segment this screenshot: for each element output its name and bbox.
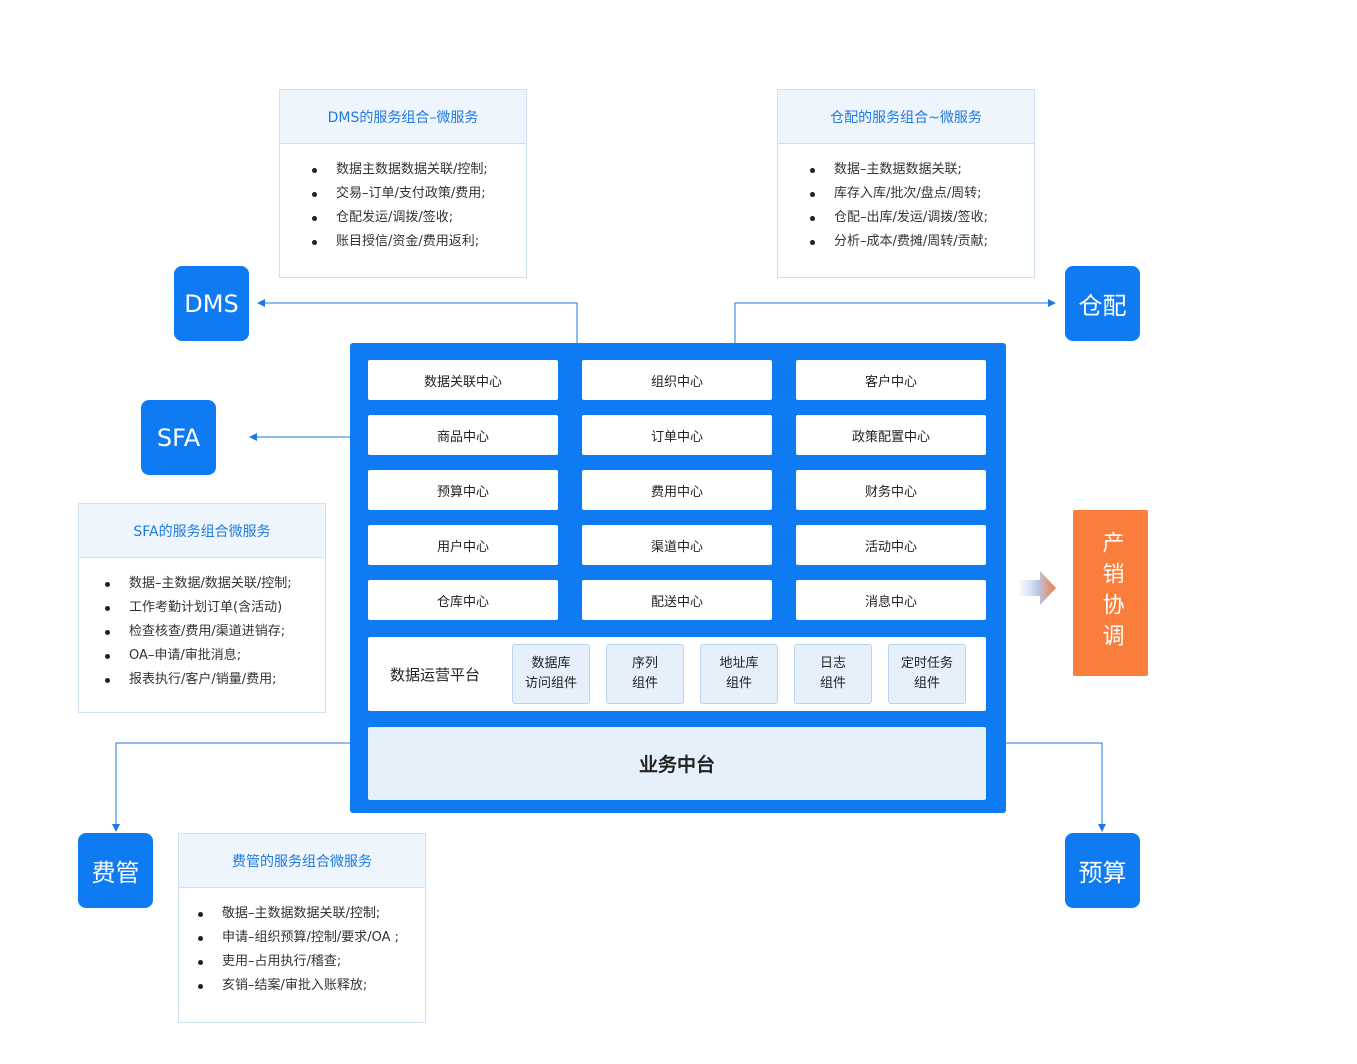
data-ops-label: 数据运营平台	[390, 665, 481, 684]
sfa-tile: SFA	[141, 400, 216, 475]
fee-tile: 费管	[78, 833, 153, 908]
connector-fee	[112, 742, 350, 832]
component-db-access: 数据库 访问组件	[512, 644, 590, 704]
component-address: 地址库 组件	[700, 644, 778, 704]
list-item: 检查核查/费用/渠道进销存;	[105, 620, 325, 644]
center-customer: 客户中心	[796, 360, 986, 400]
list-item: 敬据–主数据数据关联/控制;	[198, 902, 425, 926]
list-item: 数据–主数据数据关联;	[810, 158, 1034, 182]
data-ops-platform: 数据运营平台 数据库 访问组件 序列 组件 地址库 组件 日志 组件 定时任务 …	[368, 637, 986, 711]
list-item: 工作考勤计划订单(含活动)	[105, 596, 325, 620]
list-item: 报表执行/客户/销量/费用;	[105, 668, 325, 692]
warehouse-tile: 仓配	[1065, 266, 1140, 341]
center-finance: 财务中心	[796, 470, 986, 510]
list-item: 账目授信/资金/费用返利;	[312, 230, 526, 254]
component-sequence: 序列 组件	[606, 644, 684, 704]
list-item: 数据–主数据/数据关联/控制;	[105, 572, 325, 596]
warehouse-service-list: 数据–主数据数据关联; 库存入库/批次/盘点/周转; 仓配–出库/发运/调拨/签…	[778, 144, 1034, 254]
center-user: 用户中心	[368, 525, 558, 565]
list-item: OA–申请/审批消息;	[105, 644, 325, 668]
center-organization: 组织中心	[582, 360, 772, 400]
dms-service-box: DMS的服务组合–微服务 数据主数据数据关联/控制; 交易–订单/支付政策/费用…	[279, 89, 527, 278]
component-scheduler: 定时任务 组件	[888, 644, 966, 704]
component-line: 日志	[819, 656, 846, 671]
center-order: 订单中心	[582, 415, 772, 455]
warehouse-service-box: 仓配的服务组合~微服务 数据–主数据数据关联; 库存入库/批次/盘点/周转; 仓…	[777, 89, 1035, 278]
component-line: 序列	[631, 656, 658, 671]
component-line: 组件	[631, 676, 658, 691]
connector-budget	[1006, 742, 1106, 832]
component-line: 地址库	[719, 656, 759, 671]
fee-service-list: 敬据–主数据数据关联/控制; 申请–组织预算/控制/要求/OA ; 吏用–占用执…	[179, 888, 425, 998]
center-delivery: 配送中心	[582, 580, 772, 620]
list-item: 吏用–占用执行/稽查;	[198, 950, 425, 974]
list-item: 亥销–结案/审批入账释放;	[198, 974, 425, 998]
component-line: 组件	[819, 676, 846, 691]
component-line: 定时任务	[900, 656, 953, 671]
list-item: 数据主数据数据关联/控制;	[312, 158, 526, 182]
center-channel: 渠道中心	[582, 525, 772, 565]
sfa-service-list: 数据–主数据/数据关联/控制; 工作考勤计划订单(含活动) 检查核查/费用/渠道…	[79, 558, 325, 692]
center-expense: 费用中心	[582, 470, 772, 510]
fee-service-title: 费管的服务组合微服务	[179, 834, 425, 888]
component-log: 日志 组件	[794, 644, 872, 704]
component-line: 组件	[913, 676, 940, 691]
list-item: 分析–成本/费摊/周转/贡献;	[810, 230, 1034, 254]
dms-service-title: DMS的服务组合–微服务	[280, 90, 526, 144]
connector-warehouse	[734, 299, 1056, 343]
center-policy-config: 政策配置中心	[796, 415, 986, 455]
coordination-label: 产销协调	[1098, 531, 1124, 655]
list-item: 仓配发运/调拨/签收;	[312, 206, 526, 230]
component-line: 访问组件	[524, 676, 577, 691]
center-warehouse: 仓库中心	[368, 580, 558, 620]
sfa-service-title: SFA的服务组合微服务	[79, 504, 325, 558]
middle-platform: 数据关联中心 组织中心 客户中心 商品中心 订单中心 政策配置中心 预算中心 费…	[350, 343, 1006, 813]
dms-service-list: 数据主数据数据关联/控制; 交易–订单/支付政策/费用; 仓配发运/调拨/签收;…	[280, 144, 526, 254]
center-activity: 活动中心	[796, 525, 986, 565]
center-product: 商品中心	[368, 415, 558, 455]
component-line: 组件	[725, 676, 752, 691]
sfa-service-box: SFA的服务组合微服务 数据–主数据/数据关联/控制; 工作考勤计划订单(含活动…	[78, 503, 326, 713]
dms-tile: DMS	[174, 266, 249, 341]
budget-tile: 预算	[1065, 833, 1140, 908]
connector-dms	[257, 299, 578, 343]
list-item: 申请–组织预算/控制/要求/OA ;	[198, 926, 425, 950]
warehouse-service-title: 仓配的服务组合~微服务	[778, 90, 1034, 144]
fee-service-box: 费管的服务组合微服务 敬据–主数据数据关联/控制; 申请–组织预算/控制/要求/…	[178, 833, 426, 1023]
list-item: 库存入库/批次/盘点/周转;	[810, 182, 1034, 206]
component-line: 数据库	[531, 656, 571, 671]
center-budget: 预算中心	[368, 470, 558, 510]
business-platform: 业务中台	[368, 727, 986, 800]
center-data-relation: 数据关联中心	[368, 360, 558, 400]
center-message: 消息中心	[796, 580, 986, 620]
arrow-to-coordination-icon	[1020, 571, 1056, 605]
list-item: 交易–订单/支付政策/费用;	[312, 182, 526, 206]
list-item: 仓配–出库/发运/调拨/签收;	[810, 206, 1034, 230]
coordination-block: 产销协调	[1073, 510, 1148, 676]
